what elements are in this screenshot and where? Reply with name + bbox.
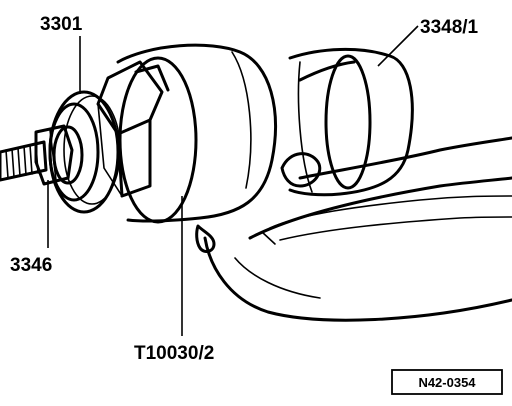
label-t10030-2: T10030/2	[134, 343, 214, 364]
sleeve-3348-1	[280, 47, 414, 197]
thrust-piece-t10030-2	[116, 43, 277, 253]
bearing-3301	[48, 90, 121, 214]
spindle-3346	[0, 124, 74, 186]
label-3301: 3301	[40, 14, 83, 35]
reference-code: N42-0354	[418, 375, 476, 390]
label-3346: 3346	[10, 255, 52, 276]
leader-3348-1	[377, 25, 419, 67]
label-3348-1: 3348/1	[420, 17, 479, 38]
reference-box	[391, 369, 503, 395]
housing-body	[203, 136, 512, 322]
hex-nut	[96, 60, 170, 198]
